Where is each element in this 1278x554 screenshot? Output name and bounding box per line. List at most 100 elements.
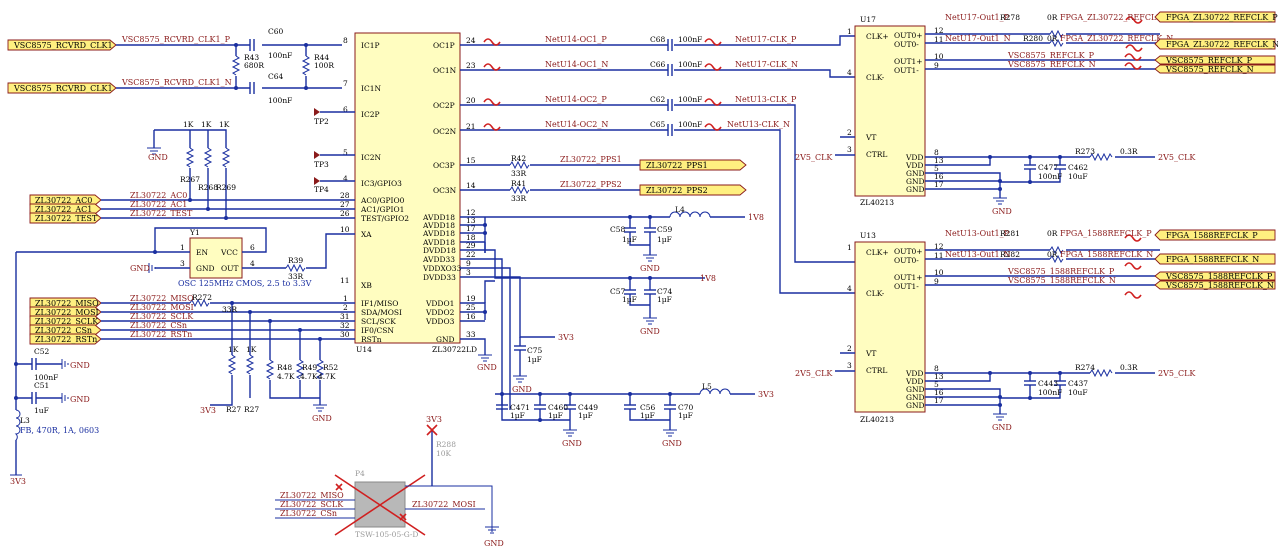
- net-label: 3V3: [758, 390, 774, 399]
- svg-text:AVDD18: AVDD18: [422, 238, 455, 247]
- cap-value: 100nF: [678, 95, 702, 104]
- port-label: FPGA_1588REFCLK_P: [1166, 231, 1258, 240]
- port-fpga-zl30722-refclk-p[interactable]: FPGA_ZL30722_REFCLK_P: [1154, 11, 1278, 23]
- u13-pin-labels: CLK+ CLK- VT CTRL 1 4 2 3 OUT0+ OUT0- OU…: [847, 242, 944, 410]
- svg-text:6: 6: [343, 105, 348, 114]
- net-label: 2V5_CLK: [1158, 153, 1196, 162]
- port-zl30722-csn[interactable]: ZL30722_CSn: [29, 324, 102, 336]
- cap-value: 1uF: [34, 406, 49, 415]
- svg-text:VT: VT: [865, 133, 876, 142]
- svg-text:AVDD18: AVDD18: [422, 213, 455, 222]
- resistor-ref: R273: [1075, 147, 1095, 156]
- cap-value: 1µF: [622, 295, 637, 304]
- svg-text:OUT0+: OUT0+: [894, 31, 923, 40]
- port-label: VSC8575_RCVRD_CLK1: [13, 41, 113, 50]
- svg-text:OUT0+: OUT0+: [894, 247, 923, 256]
- y1-oscillator[interactable]: [189, 237, 243, 279]
- svg-text:VDD: VDD: [905, 161, 923, 170]
- net-label: VSC8575_REFCLK_N: [1007, 60, 1096, 69]
- port-vsc8575-refclk-n[interactable]: VSC8575_REFCLK_N: [1154, 64, 1276, 74]
- port-zl30722-sclk[interactable]: ZL30722_SCLK: [29, 315, 102, 327]
- svg-text:31: 31: [340, 312, 350, 321]
- port-fpga-1588refclk-n[interactable]: FPGA_1588REFCLK_N: [1154, 253, 1276, 265]
- svg-text:28: 28: [340, 191, 350, 200]
- net-label: GND: [148, 153, 168, 162]
- svg-text:IF1/MISO: IF1/MISO: [361, 299, 398, 308]
- port-zl30722-ac0[interactable]: ZL30722_AC0: [29, 194, 102, 206]
- svg-text:GND: GND: [906, 177, 925, 186]
- u14-chip[interactable]: [354, 32, 461, 344]
- resistor-ref: R27: [226, 405, 241, 414]
- port-label: ZL30722_SCLK: [35, 317, 99, 326]
- resistor-value: 4.7K: [300, 372, 318, 381]
- port-vsc8575-1588refclk-n[interactable]: VSC8575_1588REFCLK_N: [1154, 280, 1276, 290]
- p4-connector-dnp[interactable]: [334, 474, 426, 536]
- net-label: GND: [992, 207, 1012, 216]
- net-label: NetU13-CLK_P: [735, 95, 797, 104]
- pin-number: 4: [250, 259, 255, 268]
- svg-text:21: 21: [466, 122, 476, 131]
- svg-text:VDDXO33: VDDXO33: [422, 264, 462, 273]
- resistor-value: 0R: [1047, 229, 1058, 238]
- port-zl30722-miso[interactable]: ZL30722_MISO: [29, 297, 102, 309]
- resistor-value: 1K: [219, 120, 230, 129]
- port-vsc8575-1588refclk-p[interactable]: VSC8575_1588REFCLK_P: [1154, 271, 1276, 281]
- port-vsc8575-rcvrd-clk1-n[interactable]: VSC8575_RCVRD_CLK1: [7, 82, 117, 94]
- svg-text:11: 11: [934, 35, 944, 44]
- svg-text:RSTn: RSTn: [361, 335, 382, 344]
- port-label: ZL30722_MISO: [35, 299, 99, 308]
- port-label: FPGA_ZL30722_REFCLK_P: [1166, 13, 1278, 22]
- svg-text:16: 16: [934, 172, 944, 181]
- cap-value: 100nF: [1038, 172, 1062, 181]
- resistor-value: 1K: [183, 120, 194, 129]
- svg-text:5: 5: [343, 148, 348, 157]
- port-fpga-zl30722-refclk-n[interactable]: FPGA_ZL30722_REFCLK_N: [1154, 38, 1278, 50]
- cap-ref: C437: [1068, 379, 1088, 388]
- u13-diff-markers: [1124, 234, 1142, 299]
- p4-pin-label: ZL30722_SCLK: [280, 500, 344, 509]
- port-zl30722-mosi[interactable]: ZL30722_MOSI: [29, 306, 102, 318]
- port-label: VSC8575_1588REFCLK_P: [1165, 272, 1273, 281]
- u14-ref: U14: [356, 345, 372, 354]
- port-vsc8575-refclk-p[interactable]: VSC8575_REFCLK_P: [1154, 55, 1276, 65]
- net-label: 3V3: [558, 333, 574, 342]
- svg-text:OUT1-: OUT1-: [894, 66, 919, 75]
- port-zl30722-ac1[interactable]: ZL30722_AC1: [29, 203, 102, 215]
- svg-text:9: 9: [466, 259, 471, 268]
- resistor-value: 1K: [201, 120, 212, 129]
- u14-testpoints: [314, 108, 355, 185]
- testpoint-ref: TP4: [314, 185, 329, 194]
- port-fpga-1588refclk-p[interactable]: FPGA_1588REFCLK_P: [1154, 229, 1276, 241]
- u17-buffer[interactable]: [854, 25, 926, 197]
- net-label: NetU14-OC2_N: [545, 120, 608, 129]
- net-label: ZL30722_RSTn: [130, 330, 192, 339]
- svg-text:17: 17: [934, 396, 944, 405]
- port-label: VSC8575_REFCLK_N: [1165, 65, 1254, 74]
- svg-text:30: 30: [340, 330, 350, 339]
- cap-value: 1µF: [678, 411, 693, 420]
- cap-ref: C62: [650, 95, 666, 104]
- pin-label: OUT: [221, 264, 238, 273]
- net-label: NetU17-Out1_N: [945, 34, 1011, 43]
- port-vsc8575-rcvrd-clk1-p[interactable]: VSC8575_RCVRD_CLK1: [7, 39, 117, 51]
- port-zl30722-rstn[interactable]: ZL30722_RSTn: [29, 333, 102, 345]
- resistor-ref: R41: [511, 179, 526, 188]
- port-label: VSC8575_1588REFCLK_N: [1165, 281, 1274, 290]
- resistor-ref: R52: [323, 363, 338, 372]
- inductor-ref: L4: [675, 205, 685, 214]
- resistor-value: 680R: [244, 61, 264, 70]
- svg-text:OUT1+: OUT1+: [894, 57, 923, 66]
- port-zl30722-test[interactable]: ZL30722_TEST: [29, 212, 102, 224]
- cap-ref: C57: [610, 287, 626, 296]
- svg-text:AVDD18: AVDD18: [422, 229, 455, 238]
- port-zl30722-pps2[interactable]: ZL30722_PPS2: [639, 184, 747, 196]
- pin-label: VCC: [220, 248, 238, 257]
- svg-text:25: 25: [466, 303, 476, 312]
- u14-right-pin-numbers: 24 23 20 21 15 14 12 13 17 18 29 22 9 3 …: [466, 36, 476, 339]
- cap-ref: C59: [657, 225, 673, 234]
- u13-buffer[interactable]: [854, 241, 926, 413]
- cap-value: 1µF: [548, 411, 563, 420]
- svg-text:OC1N: OC1N: [433, 66, 457, 75]
- port-zl30722-pps1[interactable]: ZL30722_PPS1: [639, 159, 747, 171]
- net-label: GND: [484, 539, 504, 548]
